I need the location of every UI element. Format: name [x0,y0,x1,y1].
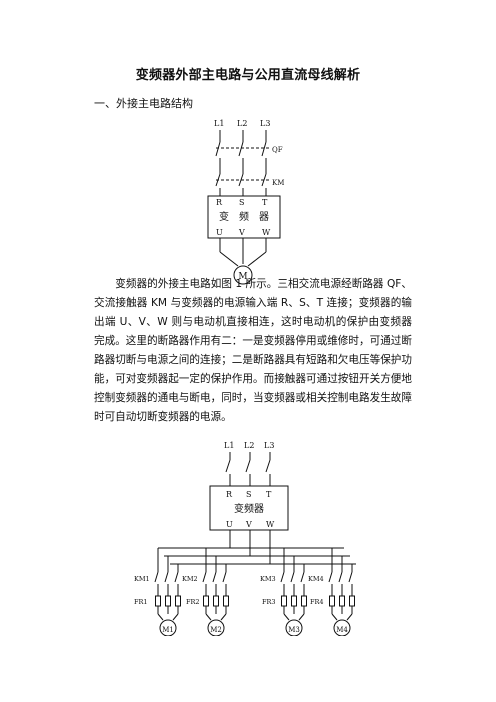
fig2-input-t: T [266,490,272,499]
figure-1-circuit-diagram: L1 L2 L3 QF KM R S T 变 频 器 U V W M [207,119,284,285]
page-title: 变频器外部主电路与公用直流母线解析 [135,68,361,83]
fig1-output-v: V [238,228,245,237]
fig2-label-l3: L3 [264,441,274,450]
contactor-contact [300,571,305,583]
fig1-input-t: T [262,198,268,207]
fig1-output-w: W [262,228,271,237]
fig1-motor-lines [219,238,267,267]
fig1-device-label: 变 频 器 [219,210,269,223]
fig2-output-u: U [226,520,233,529]
fig2-branches [154,548,355,636]
section-heading: 一、外接主电路结构 [94,97,193,110]
contactor-contact [290,571,295,583]
thermal-relay-element [165,595,171,607]
fig1-label-l2: L2 [237,119,247,128]
thermal-relay-element [339,595,345,607]
contactor-contact [328,571,333,583]
fig2-output-w: W [266,520,275,529]
contactor-contact [212,571,217,583]
thermal-relay-element [281,595,287,607]
motor-lead [205,613,212,621]
fig2-fr2: FR2 [186,598,200,606]
fig2-label-l2: L2 [244,441,254,450]
motor-lead [283,613,290,621]
motor-lead [157,613,164,621]
thermal-relay-element [301,595,307,607]
contactor-contact [222,571,227,583]
contactor-contact [174,571,179,583]
body-paragraph: 变频器的外接主电路如图 1 所示。三相交流电源经断路器 QF、交流接触器 KM … [94,275,412,427]
motor-symbol [333,619,351,636]
fig2-fr1: FR1 [134,598,148,606]
fig2-m4: M4 [336,626,348,634]
thermal-relay-element [291,595,297,607]
fig1-input-s: S [239,198,244,207]
fig2-input-r: R [226,490,233,499]
thermal-relay-element [175,595,181,607]
paragraph-text: 变频器的外接主电路如图 1 所示。三相交流电源经断路器 QF、交流接触器 KM … [94,278,412,423]
motor-lead [331,613,338,621]
fig2-m2: M2 [210,626,222,634]
contactor-contact [280,571,285,583]
thermal-relay-element [203,595,209,607]
thermal-relay-element [329,595,335,607]
fig2-label-l1: L1 [224,441,234,450]
thermal-relay-element [349,595,355,607]
fig1-label-l1: L1 [214,119,224,128]
fig1-phase-lines [215,130,270,196]
motor-symbol [159,619,177,636]
fig2-m3: M3 [288,626,300,634]
fig2-inverter-box [209,485,289,531]
fig2-supply-lines [225,452,271,486]
fig2-km1: KM1 [134,575,150,583]
thermal-relay-element [223,595,229,607]
motor-symbol [207,619,225,636]
motor-lead [220,613,227,621]
fig2-km3: KM3 [260,575,276,583]
fig2-device-label: 变频器 [234,502,264,515]
fig2-fr4: FR4 [310,598,324,606]
fig1-label-l3: L3 [260,119,270,128]
contactor-contact [338,571,343,583]
fig1-motor-symbol [233,265,253,285]
motor-lead [172,613,179,621]
fig1-input-r: R [216,198,223,207]
fig2-km4: KM4 [308,575,324,583]
contactor-contact [202,571,207,583]
fig2-km2: KM2 [182,575,198,583]
thermal-relay-element [155,595,161,607]
fig1-label-qf: QF [272,146,283,154]
fig1-output-u: U [216,228,223,237]
fig2-input-s: S [246,490,251,499]
fig1-motor-label: M [238,272,247,282]
motor-symbol [285,619,303,636]
fig1-inverter-box [207,195,281,239]
motor-lead [346,613,353,621]
motor-lead [298,613,305,621]
fig1-label-km: KM [272,179,284,187]
fig2-m1: M1 [162,626,174,634]
contactor-contact [348,571,353,583]
fig2-bus-lines [158,530,356,565]
contactor-contact [164,571,169,583]
thermal-relay-element [213,595,219,607]
fig2-output-v: V [245,520,252,529]
contactor-contact [154,571,159,583]
figure-2-circuit-diagram: L1 L2 L3 R S T 变频器 U V W KM1 KM2 KM3 KM4… [134,441,356,636]
fig2-fr3: FR3 [262,598,276,606]
